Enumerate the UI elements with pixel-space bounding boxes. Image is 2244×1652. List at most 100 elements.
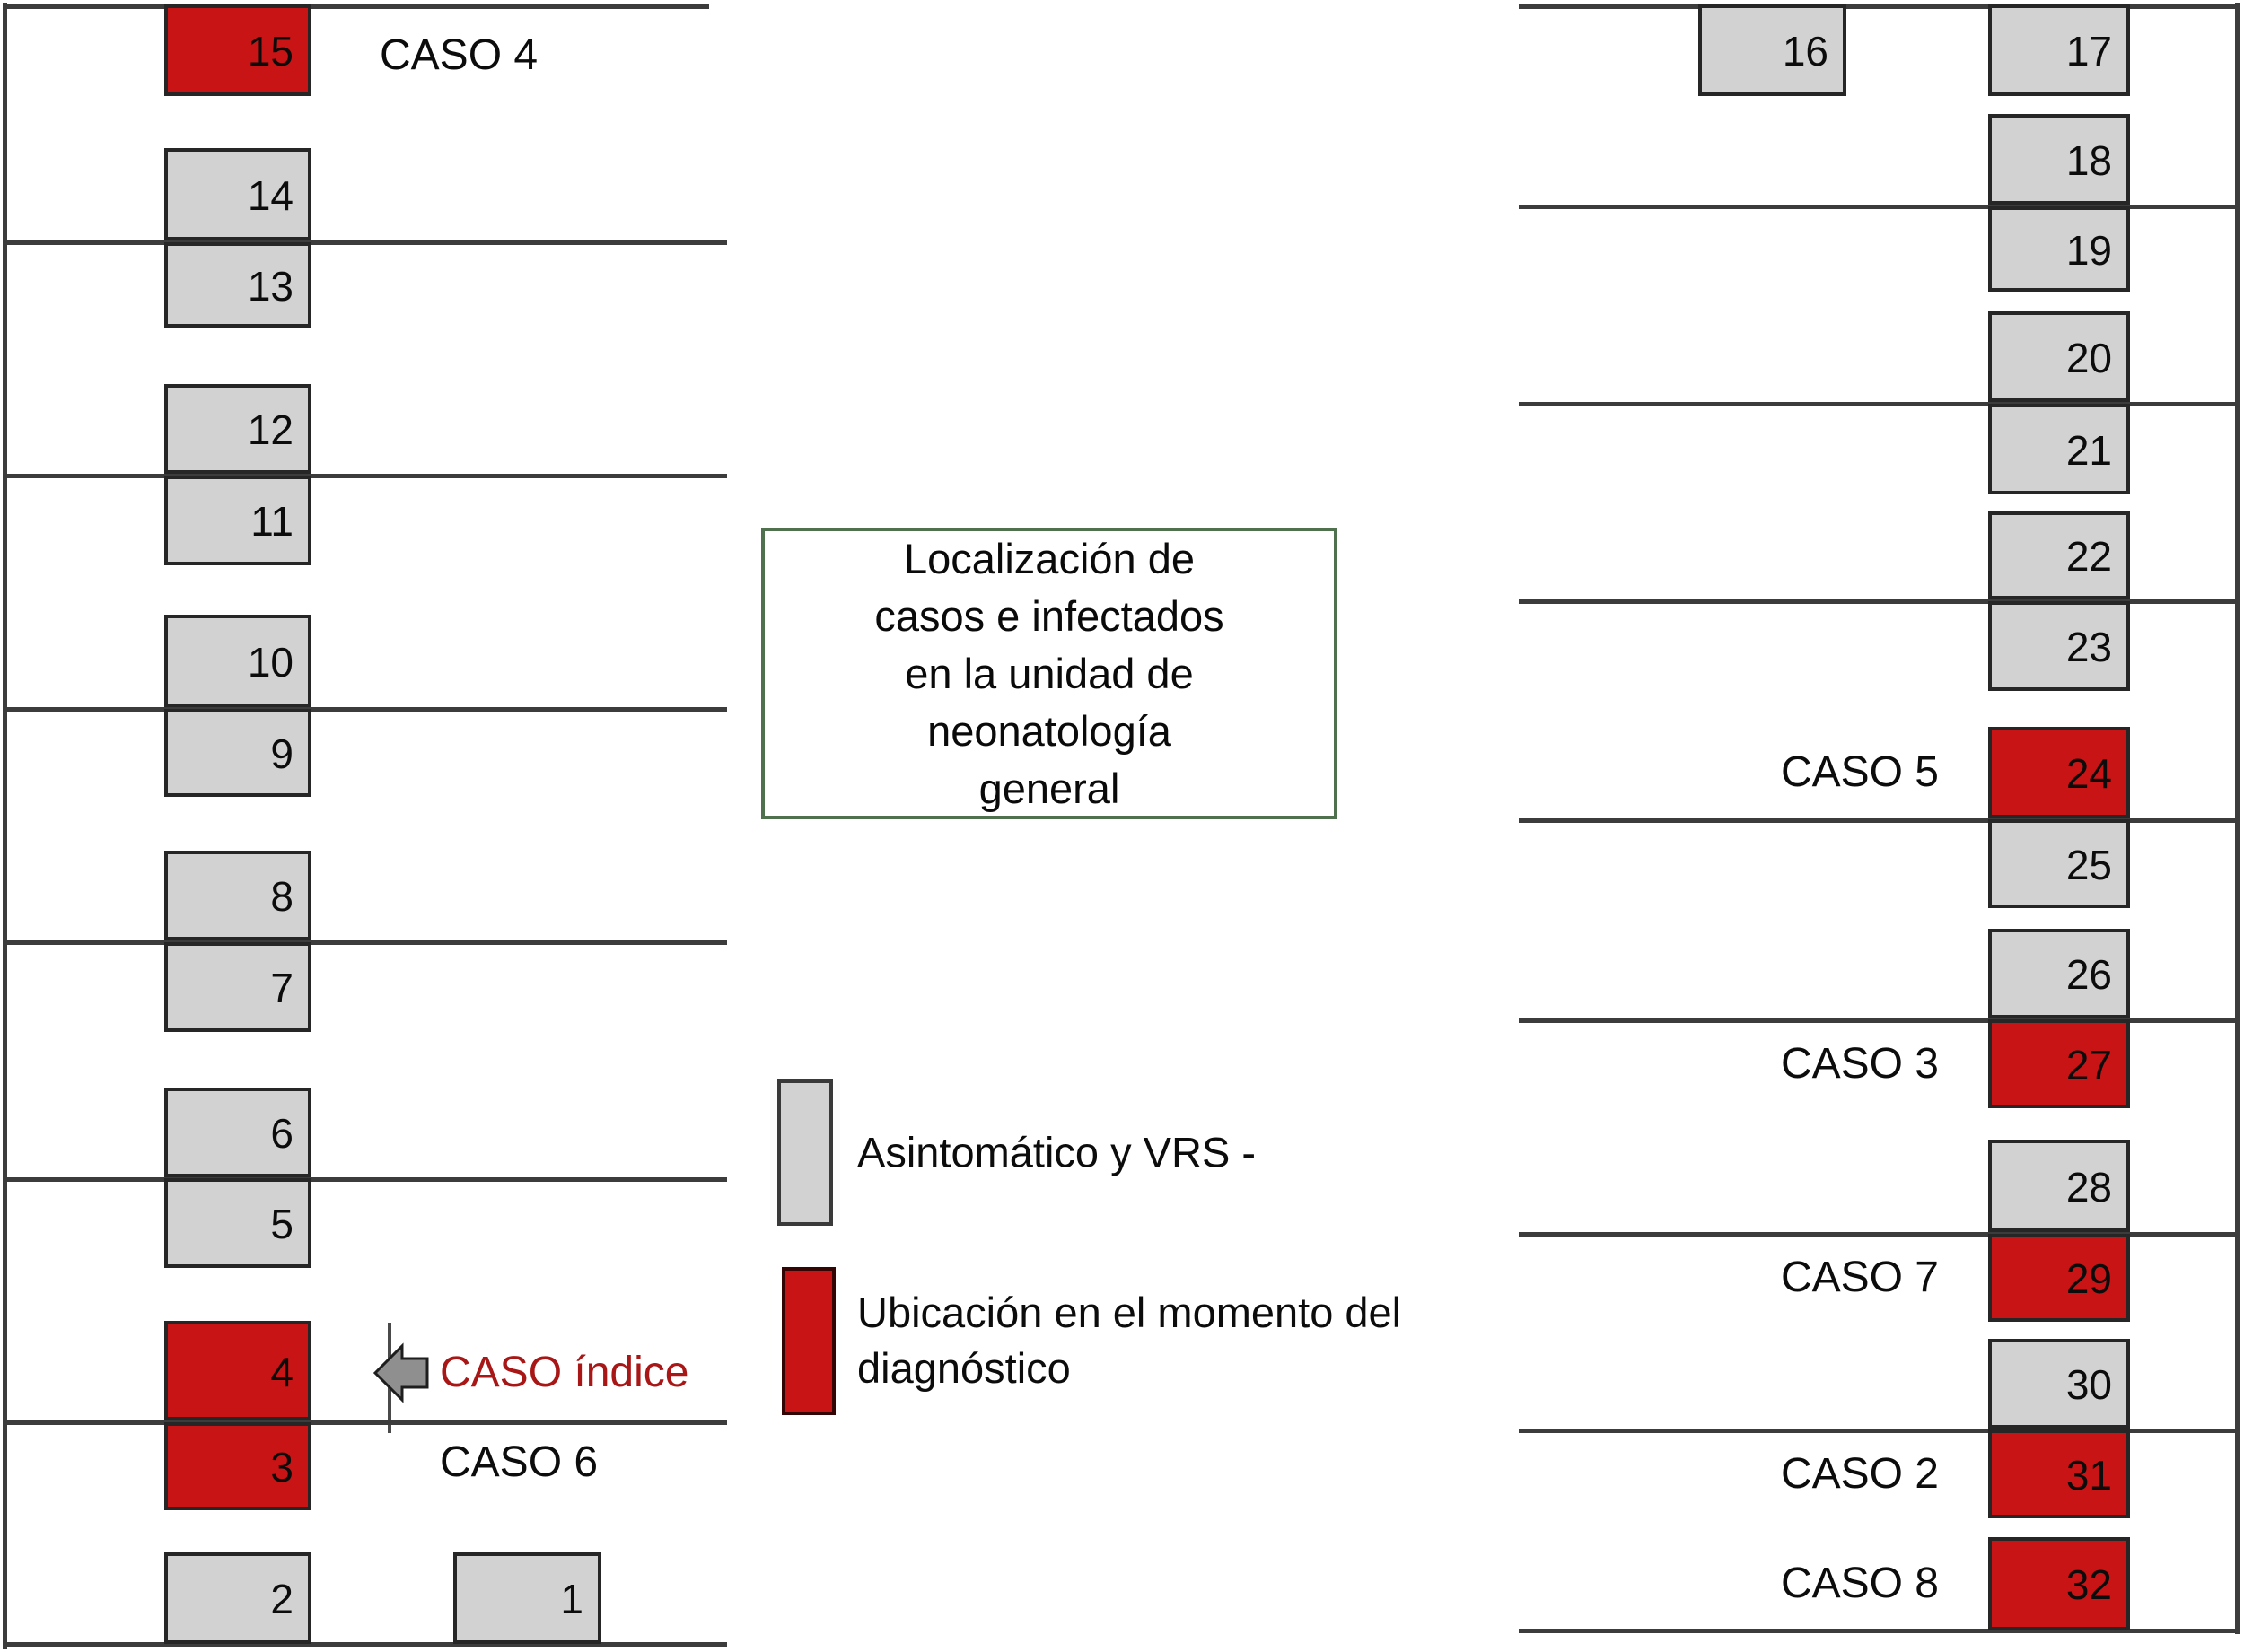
- bed-29-case: 29: [1988, 1234, 2130, 1322]
- wall-left-vertical: [3, 3, 7, 1649]
- bed-number: 24: [2065, 750, 2112, 797]
- wall-bottom-right: [1519, 1629, 2240, 1633]
- legend-negative-swatch: [777, 1079, 833, 1226]
- case-label-caso-6: CASO 6: [440, 1438, 599, 1486]
- bed-21-negative: 21: [1988, 404, 2130, 494]
- bed-18-negative: 18: [1988, 114, 2130, 205]
- bed-number: 11: [250, 498, 294, 545]
- bed-19-negative: 19: [1988, 206, 2130, 292]
- bed-number: 15: [247, 28, 294, 74]
- bed-15-case: 15: [164, 4, 311, 96]
- bed-number: 27: [2065, 1041, 2112, 1088]
- bed-number: 3: [270, 1444, 294, 1490]
- title-line: general: [978, 764, 1120, 812]
- bed-number: 28: [2065, 1163, 2112, 1211]
- bed-8-negative: 8: [164, 851, 311, 940]
- bed-16-negative: 16: [1698, 4, 1846, 96]
- bed-number: 18: [2065, 136, 2112, 184]
- bed-30-negative: 30: [1988, 1339, 2130, 1429]
- bed-1-negative: 1: [453, 1552, 601, 1644]
- bed-number: 12: [247, 406, 294, 453]
- bed-number: 19: [2065, 226, 2112, 274]
- bed-13-negative: 13: [164, 242, 311, 328]
- wall-right-h2: [1519, 402, 2240, 406]
- case-label-caso-4: CASO 4: [380, 31, 539, 79]
- wall-bottom-left: [3, 1642, 727, 1647]
- bed-number: 6: [270, 1110, 294, 1157]
- wall-top-right: [1519, 4, 2240, 9]
- bed-number: 14: [247, 171, 294, 219]
- case-label-caso-7: CASO 7: [1780, 1254, 1939, 1301]
- bed-12-negative: 12: [164, 384, 311, 474]
- index-case-arrow-icon: [373, 1323, 429, 1433]
- bed-7-negative: 7: [164, 942, 311, 1032]
- wall-right-h4: [1519, 818, 2240, 823]
- case-label-caso-índice: CASO índice: [440, 1349, 689, 1396]
- bed-number: 5: [270, 1201, 294, 1247]
- bed-number: 10: [247, 638, 294, 686]
- bed-27-case: 27: [1988, 1019, 2130, 1108]
- bed-number: 9: [270, 730, 294, 777]
- case-label-caso-8: CASO 8: [1780, 1560, 1939, 1607]
- bed-26-negative: 26: [1988, 929, 2130, 1018]
- bed-number: 1: [560, 1576, 583, 1622]
- wall-left-h3: [3, 707, 727, 712]
- bed-14-negative: 14: [164, 148, 311, 240]
- case-label-caso-3: CASO 3: [1780, 1040, 1939, 1088]
- wall-top-left: [3, 4, 709, 9]
- bed-number: 20: [2065, 334, 2112, 381]
- wall-left-h4: [3, 940, 727, 945]
- bed-number: 29: [2065, 1255, 2112, 1302]
- bed-17-negative: 17: [1988, 4, 2130, 96]
- wall-left-h2: [3, 474, 727, 478]
- bed-number: 16: [1782, 28, 1828, 74]
- wall-right-h6: [1519, 1232, 2240, 1237]
- wall-left-h6: [3, 1420, 727, 1425]
- title-line: neonatología: [927, 706, 1171, 755]
- wall-right-h1: [1519, 205, 2240, 209]
- bed-number: 8: [270, 873, 294, 920]
- wall-left-h1: [3, 240, 727, 245]
- bed-number: 7: [270, 965, 294, 1011]
- wall-right-h3: [1519, 599, 2240, 604]
- bed-number: 25: [2065, 841, 2112, 888]
- bed-number: 26: [2065, 951, 2112, 998]
- bed-number: 30: [2065, 1361, 2112, 1408]
- title-line: en la unidad de: [905, 649, 1194, 697]
- bed-6-negative: 6: [164, 1088, 311, 1177]
- title-line: casos e infectados: [874, 591, 1224, 640]
- legend-diagnosis-label: Ubicación en el momento del diagnóstico: [857, 1289, 1402, 1392]
- bed-4-case: 4: [164, 1321, 311, 1420]
- bed-24-case: 24: [1988, 727, 2130, 818]
- bed-31-case: 31: [1988, 1429, 2130, 1518]
- bed-20-negative: 20: [1988, 311, 2130, 402]
- bed-number: 2: [270, 1576, 294, 1622]
- bed-number: 21: [2065, 426, 2112, 474]
- bed-number: 32: [2065, 1561, 2112, 1608]
- bed-number: 17: [2065, 28, 2112, 74]
- bed-number: 13: [247, 262, 294, 310]
- title-box: Localización de casos e infectados en la u…: [761, 528, 1337, 819]
- wall-right-h5: [1519, 1018, 2240, 1023]
- case-label-caso-5: CASO 5: [1780, 748, 1939, 796]
- bed-25-negative: 25: [1988, 819, 2130, 908]
- bed-22-negative: 22: [1988, 511, 2130, 599]
- bed-number: 23: [2065, 624, 2112, 670]
- bed-32-case: 32: [1988, 1537, 2130, 1630]
- title-line: Localización de: [904, 534, 1195, 582]
- wall-left-h5: [3, 1177, 727, 1182]
- bed-5-negative: 5: [164, 1178, 311, 1268]
- bed-28-negative: 28: [1988, 1140, 2130, 1232]
- bed-9-negative: 9: [164, 709, 311, 797]
- bed-number: 22: [2065, 533, 2112, 580]
- wall-right-h7: [1519, 1429, 2240, 1433]
- bed-11-negative: 11: [164, 476, 311, 565]
- case-label-caso-2: CASO 2: [1780, 1450, 1939, 1498]
- bed-2-negative: 2: [164, 1552, 311, 1644]
- bed-23-negative: 23: [1988, 601, 2130, 691]
- legend-negative-label: Asintomático y VRS -: [857, 1128, 1257, 1176]
- bed-number: 4: [270, 1348, 294, 1395]
- bed-3-case: 3: [164, 1422, 311, 1510]
- bed-10-negative: 10: [164, 615, 311, 707]
